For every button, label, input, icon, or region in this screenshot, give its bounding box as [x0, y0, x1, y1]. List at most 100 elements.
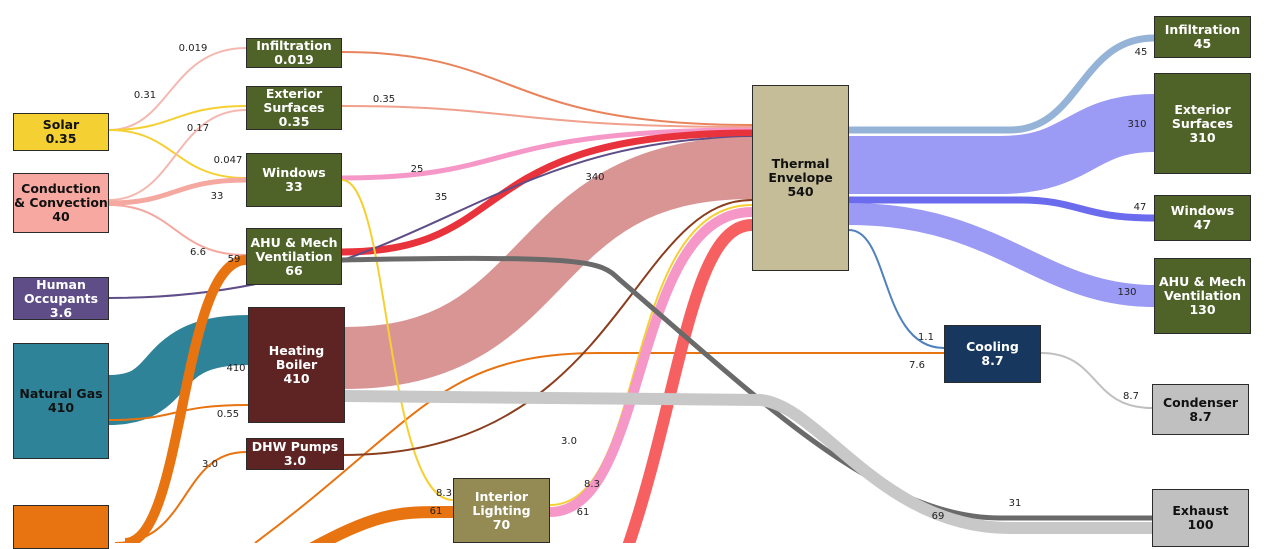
node-infil-in-name: Infiltration	[256, 38, 332, 53]
node-gas-name: Natural Gas	[19, 386, 103, 401]
flow-label-thermal-win: 47	[1134, 202, 1147, 213]
flow-label-lighting-thermal-p: 61	[577, 507, 590, 518]
node-dhw-name: DHW Pumps	[251, 439, 339, 454]
flow-cond-ext[interactable]	[108, 109, 247, 201]
flow-label-lighting-thermal-y: 8.3	[584, 479, 600, 490]
flow-infil-thermal[interactable]	[341, 51, 753, 126]
node-cooling-value: 8.7	[981, 353, 1004, 368]
flow-thermal-ahu[interactable]	[848, 203, 1155, 307]
flow-label-thermal-infil: 45	[1135, 47, 1148, 58]
flow-lighting-thermal-y[interactable]	[549, 204, 753, 506]
flow-solar-ext[interactable]	[108, 105, 247, 131]
node-ahu-out-value: 130	[1189, 302, 1216, 317]
flow-label-boiler-thermal: 340	[585, 172, 604, 183]
flow-gas-boiler[interactable]	[107, 315, 249, 425]
node-ext-in-name: Exterior Surfaces	[263, 86, 325, 115]
flow-label-win-lighting: 8.3	[436, 488, 452, 499]
flow-label-thermal-cooling: 1.1	[918, 332, 934, 343]
node-conduction-value: 40	[52, 209, 70, 224]
node-dhw-value: 3.0	[283, 453, 307, 468]
node-solar-name: Solar	[42, 117, 80, 132]
flow-label-elec-ahu: 59	[228, 254, 241, 265]
flow-thermal-win[interactable]	[849, 196, 1155, 222]
flow-label-solar-win: 0.047	[214, 155, 243, 166]
flow-label-cond-win: 33	[211, 191, 224, 202]
flow-win-lighting[interactable]	[341, 179, 454, 501]
flow-labels-layer: 0.0190.310.0470.17336.60.3525354103400.5…	[134, 43, 1148, 522]
flow-cond-win[interactable]	[108, 177, 247, 206]
node-exhaust-value: 100	[1187, 517, 1214, 532]
flow-thermal-ext[interactable]	[849, 94, 1155, 194]
flow-label-ext-thermal: 0.35	[373, 94, 395, 105]
node-infil-out-name: Infiltration	[1164, 22, 1241, 37]
node-ext-in-value: 0.35	[278, 114, 310, 129]
flow-red-thermal[interactable]	[622, 219, 753, 543]
flow-elec-lighting[interactable]	[300, 505, 454, 543]
flow-label-boiler-exhaust: 69	[932, 511, 945, 522]
node-ext-out-name: Exterior Surfaces	[1171, 101, 1234, 131]
node-gas-value: 410	[47, 400, 75, 415]
node-electricity[interactable]	[13, 505, 109, 549]
flow-label-thermal-ext: 310	[1127, 119, 1146, 130]
flow-cooling-condenser[interactable]	[1040, 352, 1153, 409]
flow-ext-thermal[interactable]	[341, 105, 753, 128]
node-thermal-name: Thermal Envelope	[768, 156, 833, 185]
flow-label-ahu-thermal: 35	[435, 192, 448, 203]
flow-label-ahu-exhaust: 31	[1009, 498, 1022, 509]
node-conduction-name: Conduction & Convection	[14, 181, 108, 210]
node-win-out-name: Windows	[1170, 203, 1235, 218]
node-ext-out-value: 310	[1189, 129, 1216, 145]
node-ahu-in-value: 66	[285, 262, 303, 278]
node-ahu-out-name: AHU & Mech Ventilation	[1158, 274, 1247, 303]
node-condenser-value: 8.7	[1189, 408, 1212, 424]
node-ahu-in-name: AHU & Mech Ventilation	[250, 234, 338, 264]
flow-dhw-thermal[interactable]	[343, 199, 753, 456]
flow-boiler-thermal[interactable]	[344, 137, 753, 389]
node-lighting-name: Interior Lighting	[472, 488, 531, 518]
node-condenser-name: Condenser	[1162, 394, 1239, 410]
flow-thermal-infil[interactable]	[849, 34, 1155, 134]
node-thermal-value: 540	[787, 184, 814, 199]
node-occupants-name: Human Occupants	[23, 276, 99, 306]
flow-occ-thermal[interactable]	[108, 136, 753, 299]
flow-cond-ahu[interactable]	[108, 204, 247, 256]
flows-layer	[107, 34, 1155, 543]
flow-win-thermal[interactable]	[341, 127, 753, 181]
node-solar-value: 0.35	[45, 131, 77, 146]
flow-thermal-cooling[interactable]	[848, 229, 945, 349]
node-occupants-value: 3.6	[49, 304, 73, 320]
flow-solar-infil[interactable]	[108, 47, 247, 131]
flow-ahu-thermal[interactable]	[341, 129, 753, 256]
flow-label-cooling-condenser: 8.7	[1123, 391, 1139, 402]
flow-label-cond-ahu: 6.6	[190, 247, 206, 258]
flow-elec-dhw[interactable]	[114, 451, 247, 543]
node-infil-in-value: 0.019	[274, 52, 314, 67]
flow-lighting-thermal-p[interactable]	[549, 207, 753, 517]
flow-label-elec-cooling: 7.6	[909, 360, 925, 371]
node-infil-out-value: 45	[1193, 36, 1212, 51]
flow-boiler-exhaust[interactable]	[344, 390, 1152, 534]
flow-elec-ahu[interactable]	[124, 255, 247, 543]
node-exhaust-name: Exhaust	[1172, 503, 1229, 518]
node-lighting-value: 70	[492, 516, 511, 532]
